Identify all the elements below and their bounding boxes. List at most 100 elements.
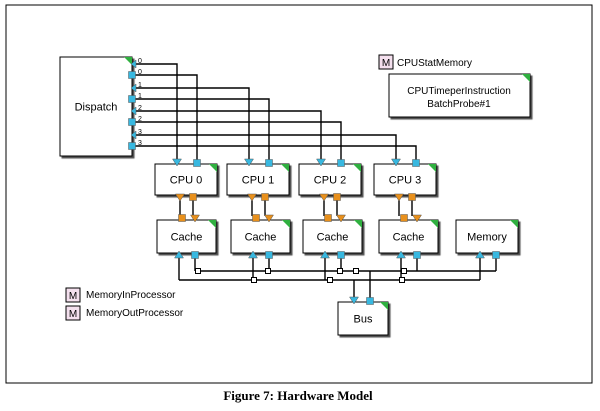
cpu-0-in-port[interactable] (172, 158, 182, 167)
cpu-3-mem-in-port[interactable] (408, 193, 416, 201)
cpu-2-mem-in-port[interactable] (333, 193, 341, 201)
cache-node-0-corner-flag (208, 220, 216, 228)
bus-node-corner-flag (380, 302, 388, 310)
figure-caption: Figure 7: Hardware Model (223, 388, 373, 403)
legend-item-memory-out[interactable]: M MemoryOutProcessor (65, 305, 184, 321)
legend-item-memory-in[interactable]: M MemoryInProcessor (65, 287, 176, 303)
cpu-2-out-port[interactable] (337, 159, 345, 167)
legend-memory-out-label: MemoryOutProcessor (86, 308, 184, 319)
cpu-2-mem-out-port[interactable] (319, 193, 329, 202)
cache-2-bus-in-port[interactable] (320, 250, 330, 259)
cache-0-bus-in-port[interactable] (174, 250, 184, 259)
cpu-node-1-corner-flag (281, 164, 289, 172)
legend-memory-in-label: MemoryInProcessor (86, 290, 176, 301)
cache-2-cpu-in-port[interactable] (324, 214, 332, 222)
cache-node-1-corner-flag (282, 220, 290, 228)
cpu-1-in-port[interactable] (244, 158, 254, 167)
cpu-to-dispatch-wire (135, 74, 198, 160)
cache-node-0[interactable]: Cache (156, 219, 217, 254)
cpu-1-mem-in-port[interactable] (261, 193, 269, 201)
dispatch-to-cpu-wire (135, 87, 250, 160)
cache-2-bus-out-port[interactable] (337, 251, 345, 259)
dispatch-port-label: 2 (138, 105, 142, 112)
cpu-node-0[interactable]: CPU 0 (154, 163, 218, 196)
legend-memory-in-icon-glyph: M (69, 291, 77, 302)
cpu-0-mem-in-port[interactable] (189, 193, 197, 201)
dispatch-to-cpu-wire (135, 63, 178, 160)
wire-junction (265, 268, 271, 274)
cpu-node-0-label: CPU 0 (170, 175, 202, 187)
cpu-node-2-box (298, 163, 362, 196)
cache-3-bus-in-port[interactable] (396, 250, 406, 259)
wire-junction (401, 268, 407, 274)
dispatch-in-port-0[interactable] (128, 71, 136, 79)
cpu-node-2-corner-flag (353, 164, 361, 172)
bus-node[interactable]: Bus (337, 301, 389, 336)
cpu-node-1[interactable]: CPU 1 (226, 163, 290, 196)
memory-bus-in-port[interactable] (475, 250, 485, 259)
dispatch-to-cpu-wire (135, 110, 322, 160)
wire-junction (195, 268, 201, 274)
dispatch-out-port-2[interactable] (130, 106, 137, 116)
cache-3-cpu-in-port[interactable] (400, 214, 408, 222)
cache-node-3-box (378, 219, 439, 254)
bus-node-box (337, 301, 389, 336)
cache-node-0-box (156, 219, 217, 254)
legend-memory-out-icon (65, 305, 81, 321)
cache-node-3[interactable]: Cache (378, 219, 439, 254)
cache-0-cpu-out-port[interactable] (190, 214, 200, 223)
cache-3-cpu-out-port[interactable] (412, 214, 422, 223)
cpu-0-mem-out-port[interactable] (175, 193, 185, 202)
cache-0-bus-out-port[interactable] (191, 251, 199, 259)
cache-0-cpu-in-port[interactable] (178, 214, 186, 222)
bus-in-port[interactable] (349, 296, 359, 305)
cpu-0-out-port[interactable] (193, 159, 201, 167)
cache-node-1[interactable]: Cache (230, 219, 291, 254)
cpu-1-out-port[interactable] (265, 159, 273, 167)
dispatch-node[interactable]: Dispatch (59, 56, 133, 157)
memory-node[interactable]: Memory (455, 219, 519, 254)
dispatch-out-port-1[interactable] (130, 83, 137, 93)
dispatch-in-port-2[interactable] (128, 118, 136, 126)
bus-node-label: Bus (354, 314, 373, 326)
probe-node[interactable]: CPUTimeperInstruction BatchProbe#1 (388, 73, 531, 118)
cpu-node-3-corner-flag (428, 164, 436, 172)
probe-box (388, 73, 531, 118)
cpu-node-0-box (154, 163, 218, 196)
cpu-node-2[interactable]: CPU 2 (298, 163, 362, 196)
cpu-3-out-port[interactable] (412, 159, 420, 167)
cpu-to-dispatch-wire (135, 98, 270, 160)
cache-node-3-label: Cache (393, 232, 425, 244)
stat-memory-node[interactable]: M CPUStatMemory (378, 54, 472, 70)
probe-label-line1: CPUTimeperInstruction (407, 86, 511, 97)
cache-1-cpu-in-port[interactable] (252, 214, 260, 222)
cpu-2-in-port[interactable] (316, 158, 326, 167)
cache-node-2[interactable]: Cache (302, 219, 363, 254)
cache-2-cpu-out-port[interactable] (336, 214, 346, 223)
cache-1-bus-out-port[interactable] (265, 251, 273, 259)
cache-3-bus-out-port[interactable] (413, 251, 421, 259)
stat-memory-label: CPUStatMemory (397, 58, 472, 69)
cache-node-2-box (302, 219, 363, 254)
dispatch-in-port-3[interactable] (128, 142, 136, 150)
cpu-3-in-port[interactable] (391, 158, 401, 167)
cache-1-cpu-out-port[interactable] (264, 214, 274, 223)
dispatch-out-port-3[interactable] (130, 130, 137, 140)
bus-out-port[interactable] (366, 297, 374, 305)
cpu-3-mem-out-port[interactable] (394, 193, 404, 202)
dispatch-port-label: 0 (138, 69, 142, 76)
dispatch-node-corner-flag (124, 57, 132, 65)
cpu-to-dispatch-wire (135, 145, 417, 160)
dispatch-out-port-0[interactable] (130, 59, 137, 69)
cpu-node-3[interactable]: CPU 3 (373, 163, 437, 196)
dispatch-in-port-1[interactable] (128, 95, 136, 103)
memory-bus-out-port[interactable] (492, 251, 500, 259)
cache-1-bus-in-port[interactable] (248, 250, 258, 259)
cpu-1-mem-out-port[interactable] (247, 193, 257, 202)
cache-node-3-corner-flag (430, 220, 438, 228)
cache-node-1-box (230, 219, 291, 254)
cache-node-0-label: Cache (171, 232, 203, 244)
diagram-border (5, 4, 593, 384)
